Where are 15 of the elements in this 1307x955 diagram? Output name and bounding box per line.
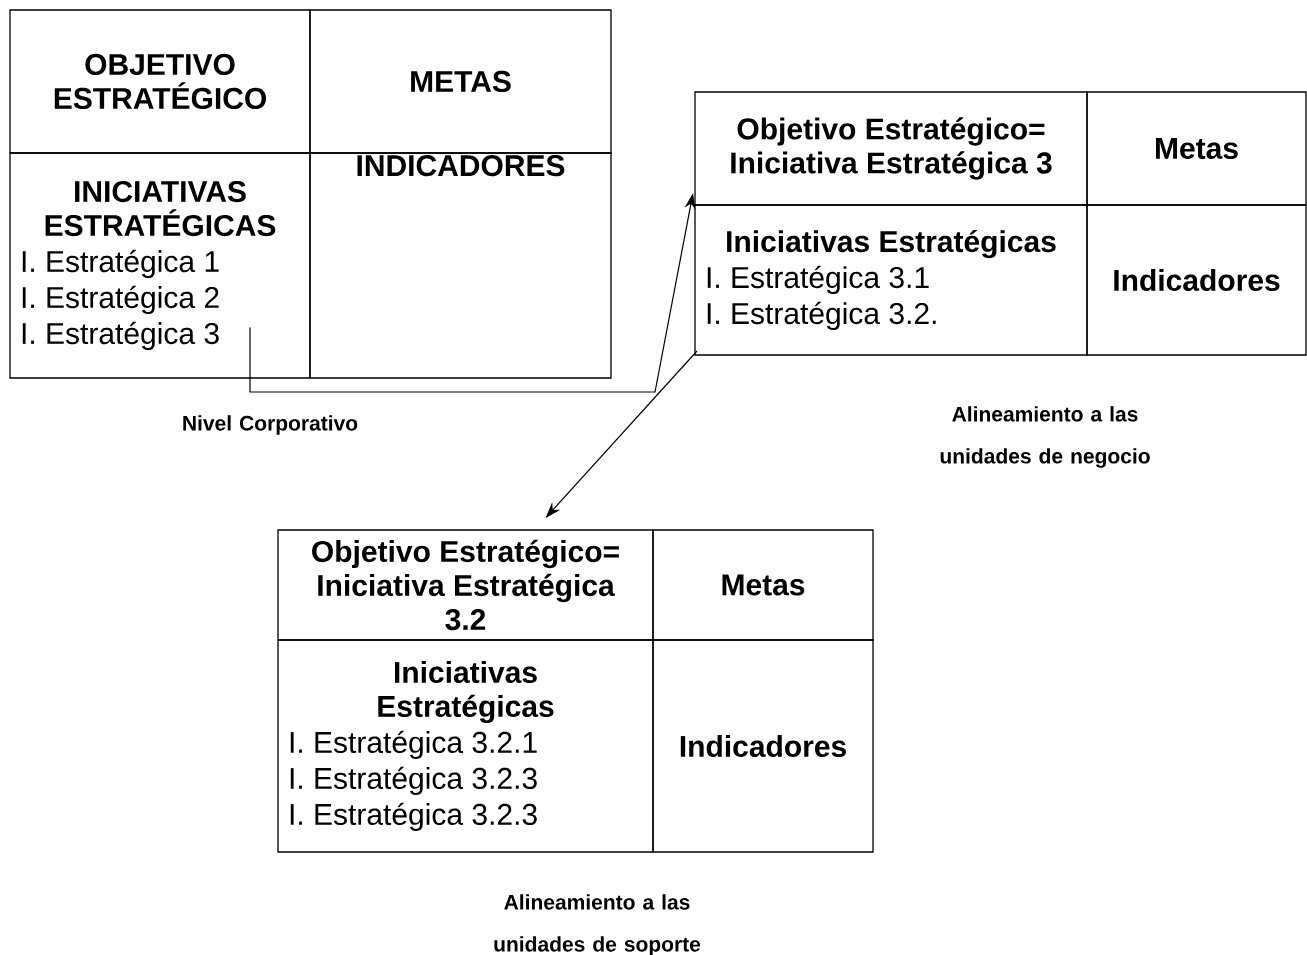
table-cell: OBJETIVO ESTRATÉGICO [9, 9, 311, 154]
caption: Alineamiento a las unidades de soporte [494, 894, 701, 955]
table-cell: Iniciativas Estratégicas I. Estratégica 3.1 I. Estratégica 3.2. [694, 204, 1088, 356]
table-cell: Metas [1086, 91, 1307, 206]
table-cell: INDICADORES [309, 152, 612, 379]
table-cell: INICIATIVAS ESTRATÉGICAS I. Estratégica 1 I. Estratégica 2 I. Estratégica 3 [9, 152, 311, 379]
table-cell: METAS [309, 9, 612, 154]
caption: Nivel Corporativo [183, 415, 358, 435]
caption: Alineamiento a las unidades de negocio [940, 406, 1150, 468]
table-cell: Iniciativas Estratégicas I. Estratégica 3.2.1 I. Estratégica 3.2.3 I. Estratégica 3.2.3 [277, 639, 654, 853]
table-cell: Objetivo Estratégico= Iniciativa Estratégica 3 [694, 91, 1088, 206]
table-cell: Metas [652, 529, 874, 641]
table-cell: Objetivo Estratégico= Iniciativa Estratégica 3.2 [277, 529, 654, 641]
table-cell: Indicadores [1086, 204, 1307, 356]
table-cell: Indicadores [652, 639, 874, 853]
